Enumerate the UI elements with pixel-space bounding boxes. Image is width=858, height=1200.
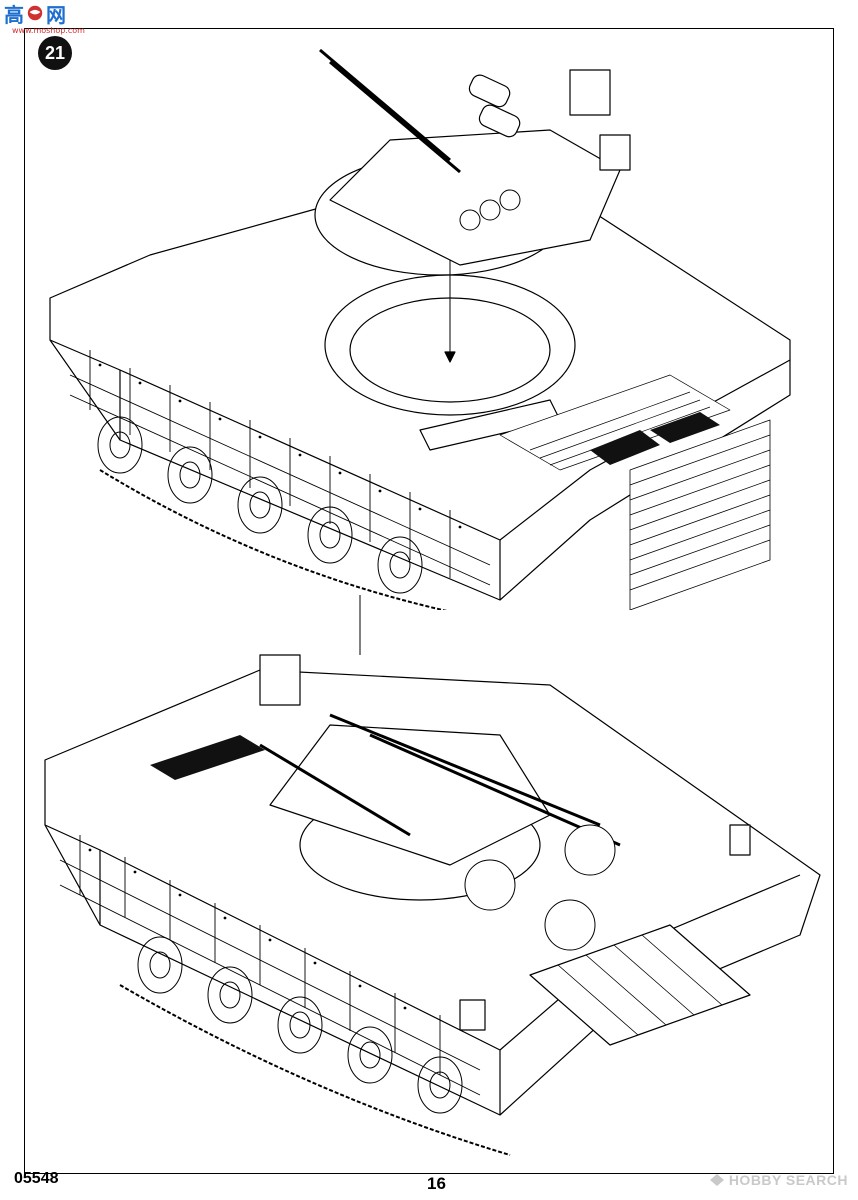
hobby-suffix: SEARCH	[785, 1172, 848, 1188]
hobby-brand: HOBBY	[728, 1172, 782, 1188]
watermark-brand: 高	[4, 3, 24, 27]
assembly-drawing-turret-exploded	[49, 48, 791, 610]
page-border	[24, 28, 834, 1174]
watermark: 高 网 www.moshop.com	[4, 3, 85, 35]
step-number-badge: 21	[38, 36, 72, 70]
page-number: 16	[427, 1174, 446, 1193]
watermark-site: www.moshop.com	[12, 26, 85, 35]
assembly-drawing-completed-vehicle	[44, 595, 821, 1156]
hobbysearch-watermark: HOBBY SEARCH	[709, 1172, 848, 1188]
hobbysearch-logo-icon	[709, 1174, 724, 1186]
globe-icon	[27, 5, 43, 21]
kit-part-number: 05548	[14, 1170, 59, 1187]
watermark-brand-2: 网	[46, 3, 66, 27]
